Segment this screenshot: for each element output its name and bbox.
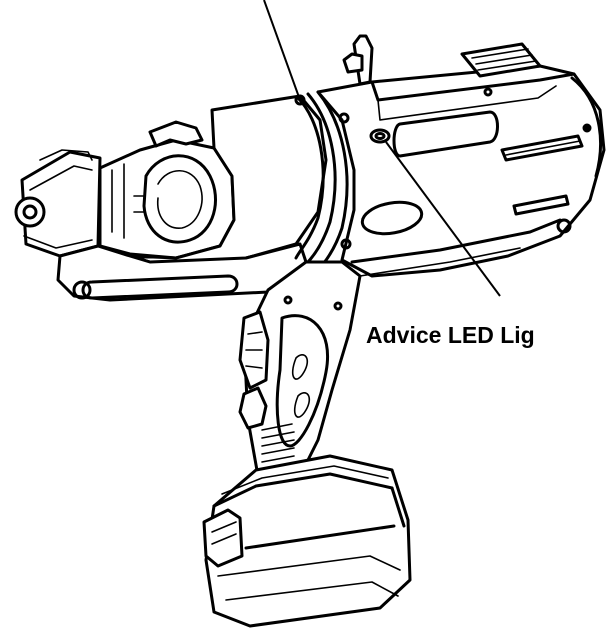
- advice-led-light-label: Advice LED Lig: [366, 322, 535, 348]
- handle-grip: [238, 260, 362, 478]
- leader-lines: [263, 0, 501, 297]
- advice-led-light: [369, 128, 391, 144]
- motor-housing: [294, 34, 606, 278]
- led-leader-line: [385, 141, 501, 297]
- top-leader-line: [263, 0, 301, 101]
- barrel: [56, 90, 349, 302]
- battery-pack: [202, 454, 412, 628]
